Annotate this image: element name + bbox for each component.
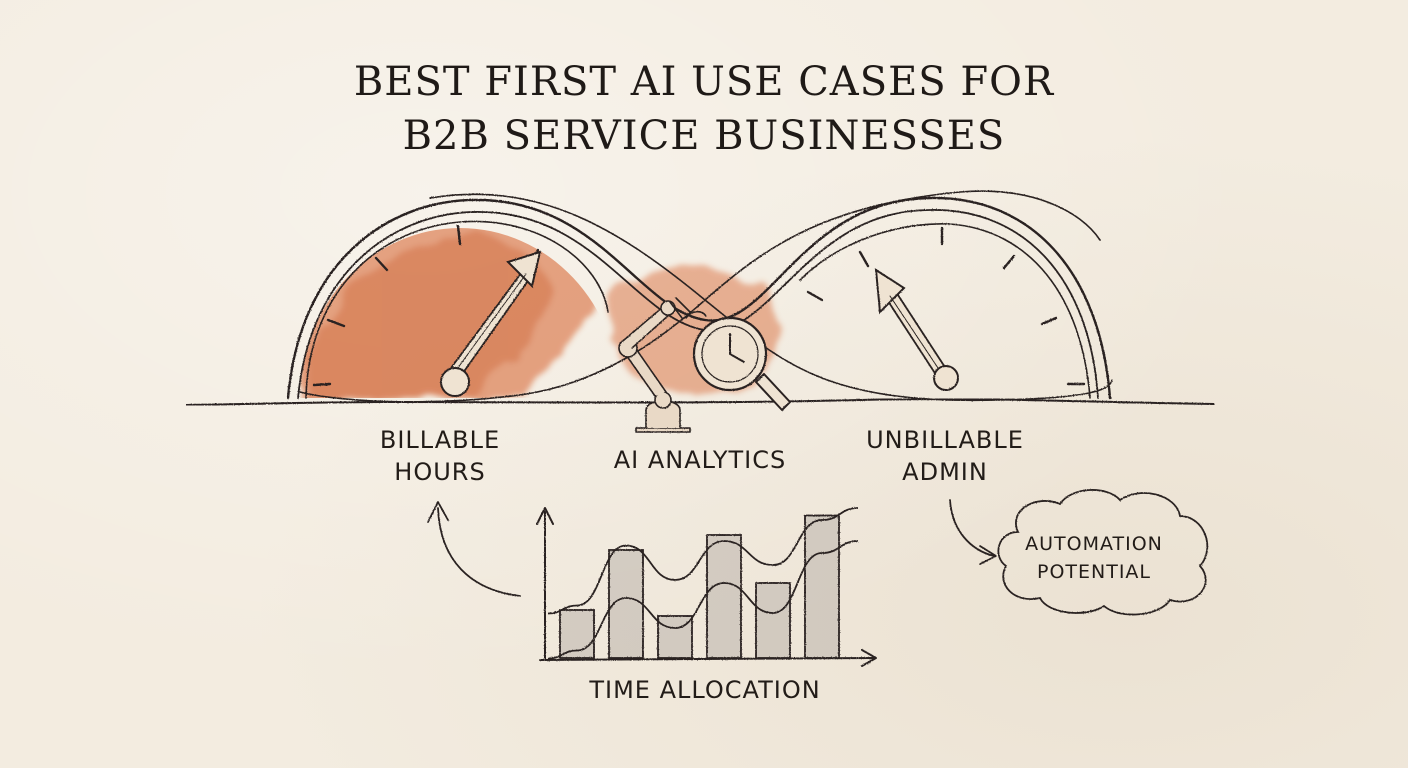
chart-bar <box>755 582 791 659</box>
billable-label-line-2: HOURS <box>394 458 486 486</box>
unbillable-label-line-2: ADMIN <box>902 458 988 486</box>
automation-potential-label: AUTOMATION POTENTIAL <box>1014 530 1174 586</box>
billable-label-line-1: BILLABLE <box>379 426 501 454</box>
chart-x-axis-label: TIME ALLOCATION <box>589 676 821 704</box>
chart-bar <box>559 609 595 659</box>
billable-hours-label: BILLABLE HOURS <box>340 424 540 488</box>
chart-bar <box>608 549 644 659</box>
gauge-high-icon <box>305 220 609 399</box>
cloud-icon <box>997 489 1209 616</box>
page-title-line-2: B2B SERVICE BUSINESSES <box>402 113 1006 159</box>
chart-bar <box>706 534 742 659</box>
left-gauge-wash <box>300 228 600 398</box>
chart-trend-line <box>547 540 859 660</box>
ai-analytics-label: AI ANALYTICS <box>613 446 787 474</box>
unbillable-label-line-1: UNBILLABLE <box>866 426 1024 454</box>
page-title-line-1: BEST FIRST AI USE CASES FOR <box>353 59 1055 105</box>
gauge-low-icon <box>799 223 1091 399</box>
arrow-to-billable-icon <box>427 501 521 597</box>
chart-trend-line <box>547 507 859 615</box>
chart-bar <box>804 514 840 659</box>
chart-bar <box>657 615 693 659</box>
unbillable-admin-label: UNBILLABLE ADMIN <box>840 424 1050 488</box>
robot-arm-magnifier-clock-icon <box>618 297 791 433</box>
arrow-to-automation-icon <box>949 499 997 565</box>
automation-label-line-1: AUTOMATION <box>1025 533 1163 555</box>
chart-axes <box>536 507 877 667</box>
automation-label-line-2: POTENTIAL <box>1036 561 1152 583</box>
baseline <box>185 398 1215 406</box>
time-allocation-chart <box>536 507 877 667</box>
